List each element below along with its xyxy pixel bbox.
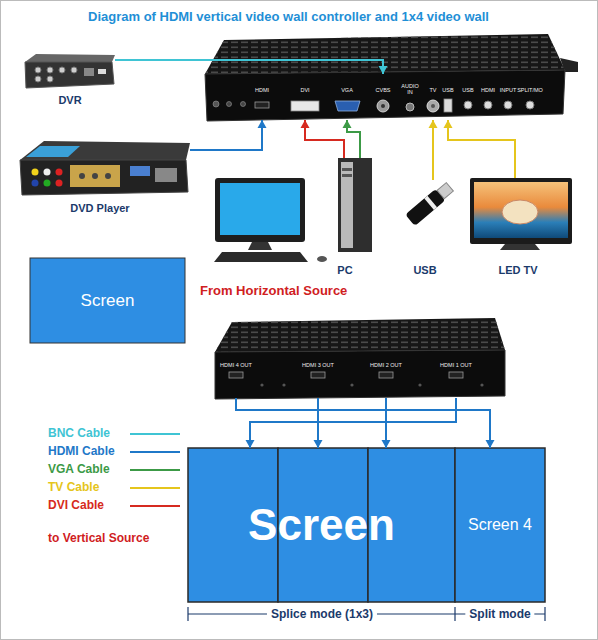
legend-line-sample xyxy=(130,505,180,507)
mode-label: Split mode xyxy=(465,607,534,621)
mode-bracket xyxy=(188,607,545,621)
port-label: HDMI 4 OUT xyxy=(220,362,252,368)
cable-connector xyxy=(115,60,388,74)
arrow-head xyxy=(429,120,438,128)
device-label: DVD Player xyxy=(70,202,129,214)
device-label: DVR xyxy=(58,94,81,106)
cable-connector xyxy=(429,120,438,180)
port-label: HDMI 3 OUT xyxy=(302,362,334,368)
source-note: to Vertical Source xyxy=(48,531,149,545)
device-node: PC xyxy=(213,158,373,264)
legend-line-sample xyxy=(130,469,180,471)
device-label: USB xyxy=(413,264,436,276)
device-node: DVD Player xyxy=(20,140,190,195)
legend-text: TV Cable xyxy=(48,480,99,494)
cable-line xyxy=(236,398,490,448)
dvd-player-art xyxy=(20,141,190,195)
screen-label: Screen 4 xyxy=(468,516,532,534)
screen-label: Screen xyxy=(248,500,395,550)
controller-box: HDMI DVI VGA CVBS AUDIO IN TV USB USB HDMI INPUTS… xyxy=(205,74,565,120)
cable-connector xyxy=(246,398,457,448)
legend-text: VGA Cable xyxy=(48,462,110,476)
arrow-head xyxy=(343,120,352,128)
port-label: VGA xyxy=(341,87,353,93)
port-label: CVBS xyxy=(376,87,391,93)
arrow-head xyxy=(246,440,255,448)
legend-text: DVI Cable xyxy=(48,498,104,512)
port-label: AUDIO IN xyxy=(400,83,420,95)
cable-connector xyxy=(314,398,323,448)
port-label: TV xyxy=(429,87,436,93)
device-label: PC xyxy=(337,264,352,276)
port-label: HDMI 1 OUT xyxy=(440,362,472,368)
usb-stick-art xyxy=(405,181,454,226)
controller-box: HDMI 4 OUT HDMI 3 OUT HDMI 2 OUT HDMI 1 OUT xyxy=(215,352,505,398)
cable-connector xyxy=(190,120,267,150)
diagram-title: Diagram of HDMI vertical video wall cont… xyxy=(88,9,489,24)
legend-line-sample xyxy=(130,487,180,489)
cable-connector xyxy=(301,120,345,158)
arrow-head xyxy=(379,66,388,74)
mode-label: Splice mode (1x3) xyxy=(267,607,377,621)
cable-line xyxy=(317,398,319,448)
arrow-head xyxy=(301,120,310,128)
cable-line xyxy=(385,398,387,448)
port-label: HDMI xyxy=(481,87,495,93)
device-node: USB xyxy=(395,180,455,236)
led-tv-art xyxy=(470,178,572,250)
cable-line xyxy=(305,120,344,158)
screen-box: Screen xyxy=(188,448,455,602)
port-label: HDMI xyxy=(255,87,269,93)
screen-box: Screen xyxy=(30,258,185,343)
legend-text: HDMI Cable xyxy=(48,444,115,458)
port-label: USB xyxy=(442,87,453,93)
legend-line-sample xyxy=(130,451,180,453)
device-label: LED TV xyxy=(498,264,537,276)
port-label: DVI xyxy=(300,87,309,93)
arrow-head xyxy=(444,120,453,128)
cable-connector xyxy=(382,398,391,448)
cable-connector xyxy=(236,398,495,448)
cable-line xyxy=(190,120,262,150)
port-label: USB xyxy=(462,87,473,93)
controller-bottom-art xyxy=(215,318,505,399)
source-note: From Horizontal Source xyxy=(200,283,347,298)
screen-panel xyxy=(30,258,185,343)
screen-box: Screen 4 xyxy=(455,448,545,602)
cable-line xyxy=(115,60,383,74)
port-label: HDMI 2 OUT xyxy=(370,362,402,368)
legend-line-sample xyxy=(130,433,180,435)
cable-connector xyxy=(343,120,361,158)
arrow-head xyxy=(314,440,323,448)
screen-panel xyxy=(455,448,545,602)
cable-line xyxy=(432,120,434,180)
device-node: DVR xyxy=(25,54,115,86)
cable-line xyxy=(250,398,456,448)
screen-label: Screen xyxy=(81,291,135,311)
device-node: LED TV xyxy=(468,178,572,250)
arrow-head xyxy=(258,120,267,128)
controller-top-art xyxy=(205,34,578,121)
arrow-head xyxy=(382,440,391,448)
dvr-art xyxy=(25,54,115,88)
cable-line xyxy=(347,120,360,158)
arrow-head xyxy=(486,440,495,448)
cable-line xyxy=(448,120,515,178)
pc-art xyxy=(214,158,372,262)
port-label: INPUT xyxy=(500,87,517,93)
legend-text: BNC Cable xyxy=(48,426,110,440)
cable-connector xyxy=(444,120,516,178)
port-label: SPLIT/MO xyxy=(517,87,543,93)
